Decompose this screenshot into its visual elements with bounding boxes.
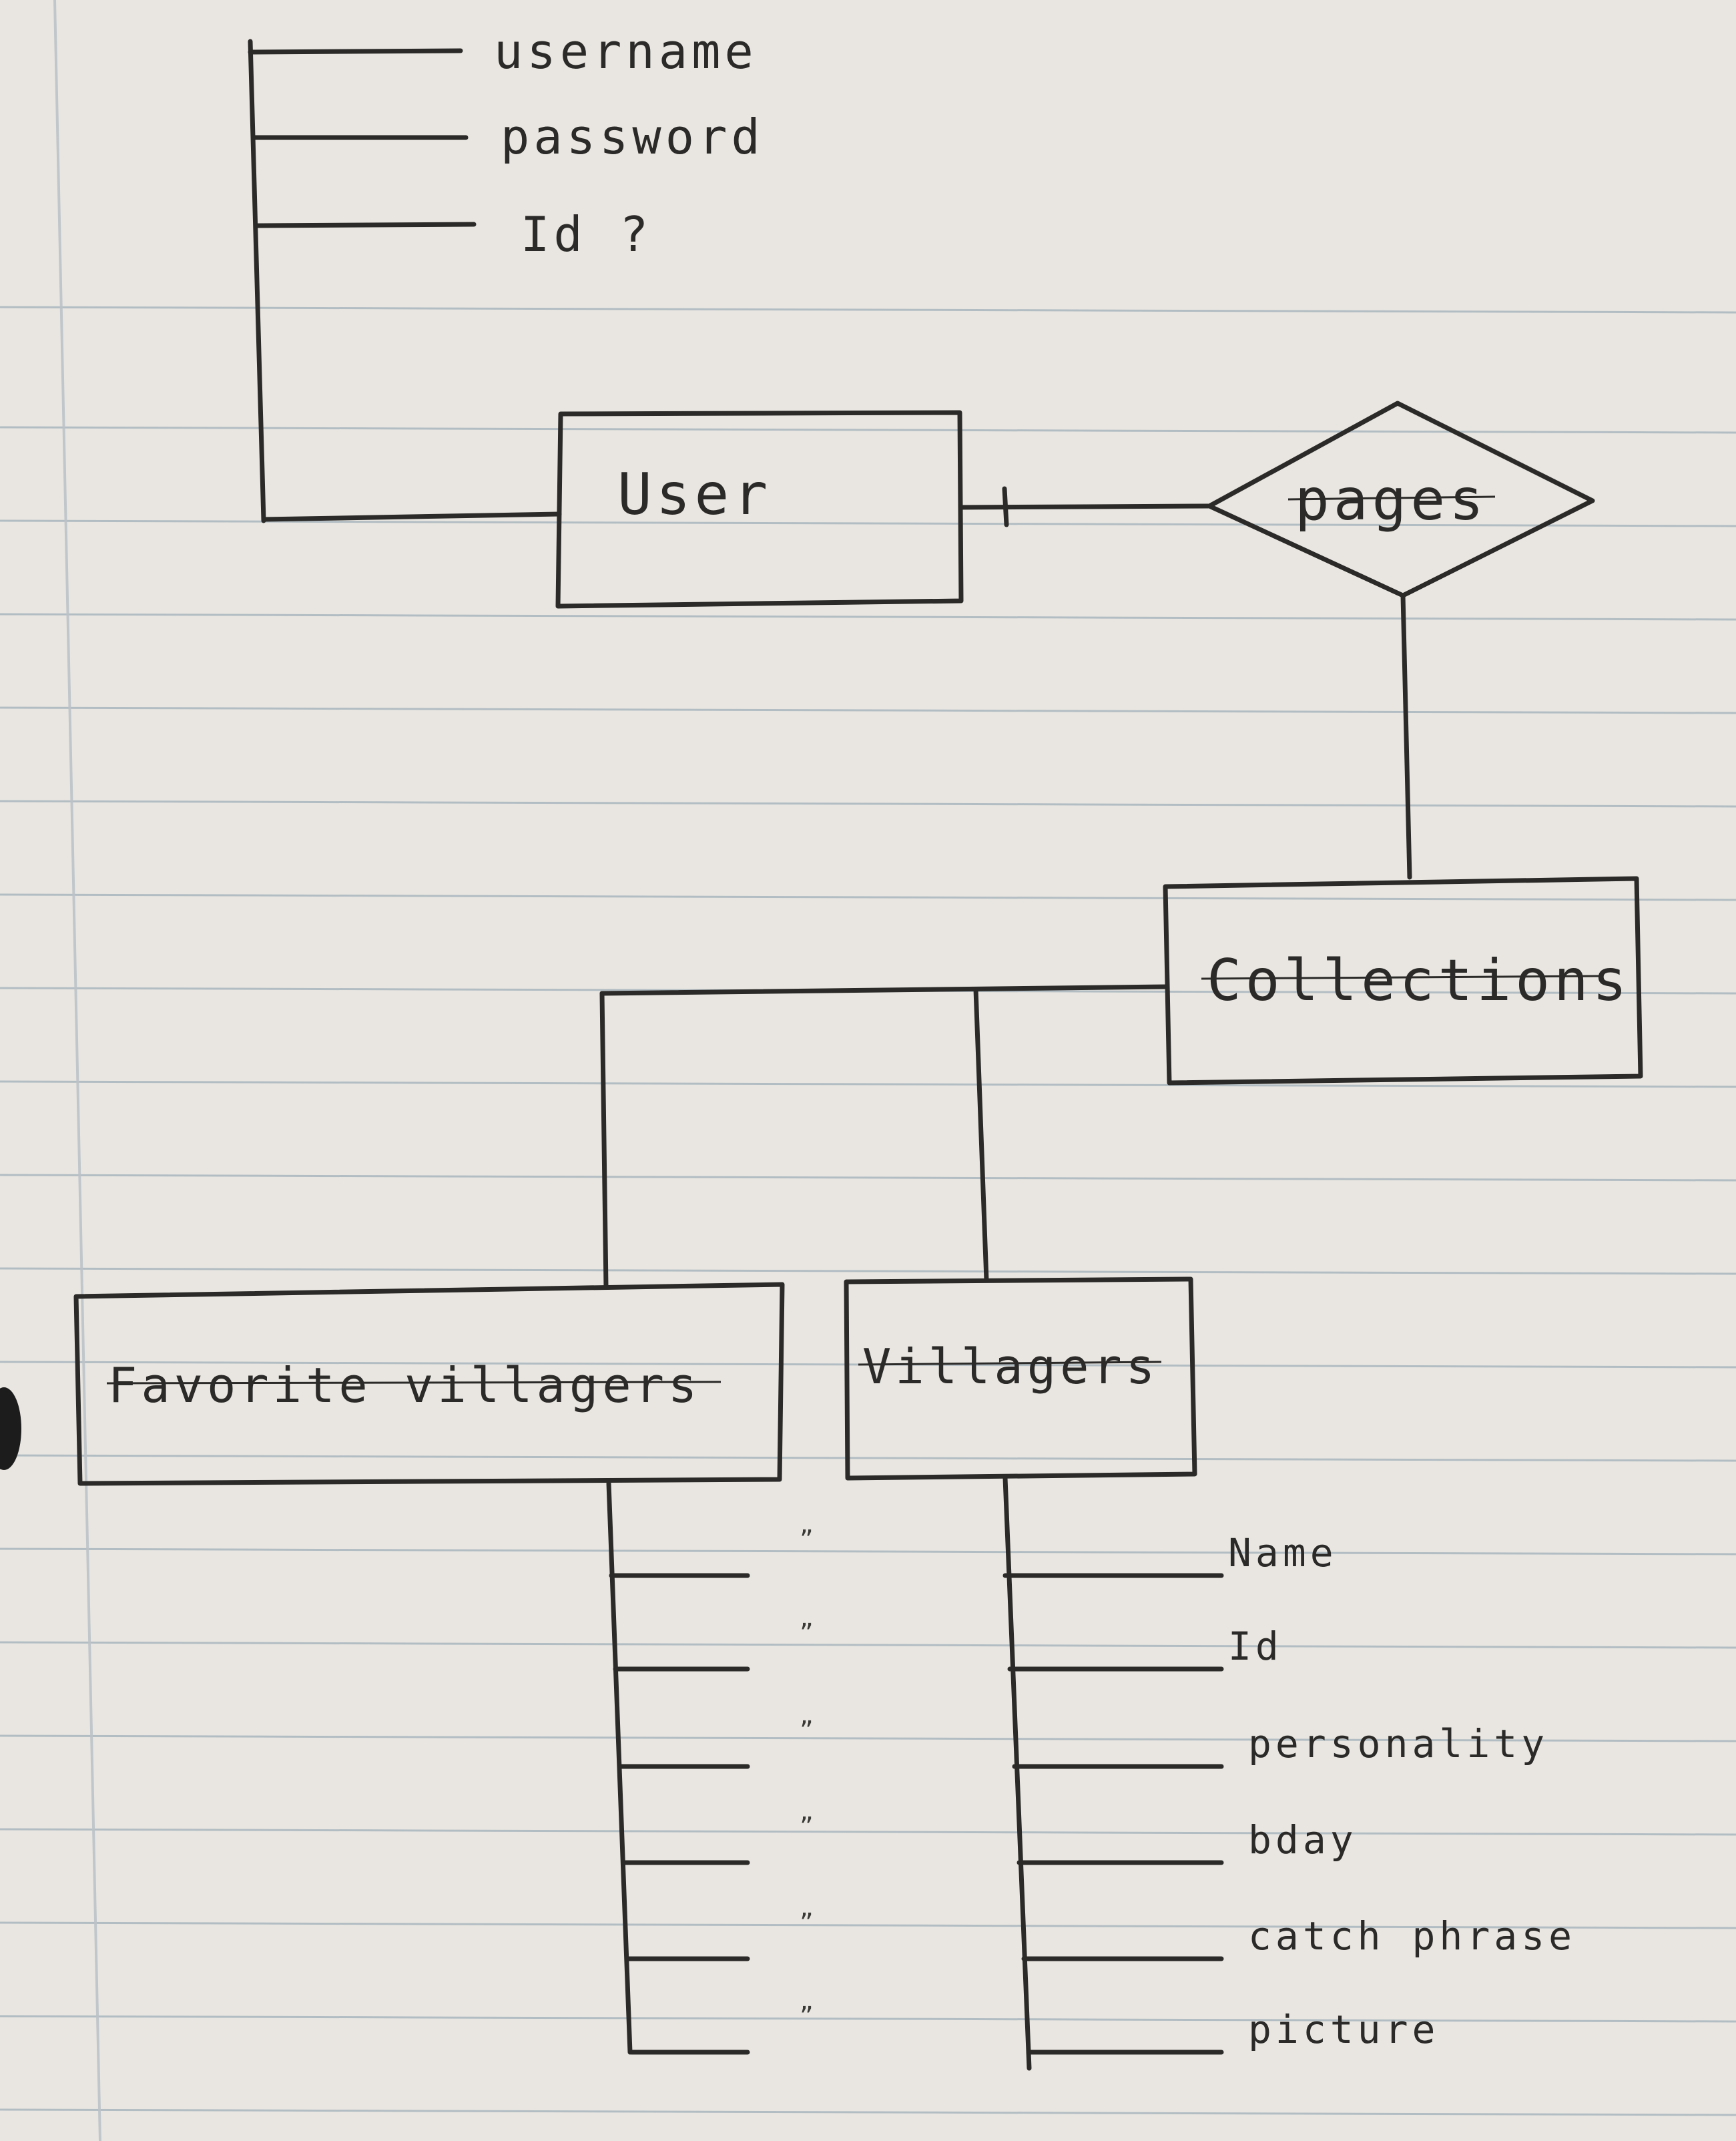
entity-collections: Collections [1163,876,1643,1086]
attr-id: Id ? [521,206,652,262]
user-attribute-tree: username password Id ? [248,23,764,523]
pages-collections-connector [1400,593,1412,880]
villager-attribute-label: personality [1248,1721,1548,1766]
ditto-mark: ” [800,1525,815,1556]
entity-user: User [555,410,964,609]
attr-username: username [494,23,758,79]
entity-villagers-label: Villagers [862,1339,1159,1395]
entity-user-label: User [617,461,772,528]
relationship-pages-label: pages [1295,467,1488,533]
entity-favorite-villagers-label: Favorite villagers [108,1357,701,1413]
villager-attribute-label: bday [1248,1817,1358,1863]
ditto-mark: ” [800,1812,815,1843]
binder-hole-mark [0,1387,21,1470]
ditto-mark: ” [800,2001,815,2032]
entity-collections-label: Collections [1207,947,1631,1014]
villager-attribute-label: Name [1228,1530,1338,1576]
relationship-pages: pages [1207,401,1595,598]
entity-favorite-villagers: Favorite villagers [73,1282,785,1486]
ditto-mark: ” [800,1618,815,1649]
ditto-mark: ” [800,1716,815,1746]
attr-password: password [501,109,764,165]
favorite-villagers-attribute-tree: ” ” ” ” ” ” [606,1481,815,2055]
ditto-mark: ” [800,1908,815,1939]
entity-villagers: Villagers [844,1276,1197,1481]
user-pages-connector [958,486,1211,527]
villager-attribute-label: picture [1248,2007,1439,2052]
villager-attribute-label: Id [1228,1624,1283,1669]
villager-attribute-label: catch phrase [1248,1913,1576,1959]
collections-branches [599,984,1169,1290]
